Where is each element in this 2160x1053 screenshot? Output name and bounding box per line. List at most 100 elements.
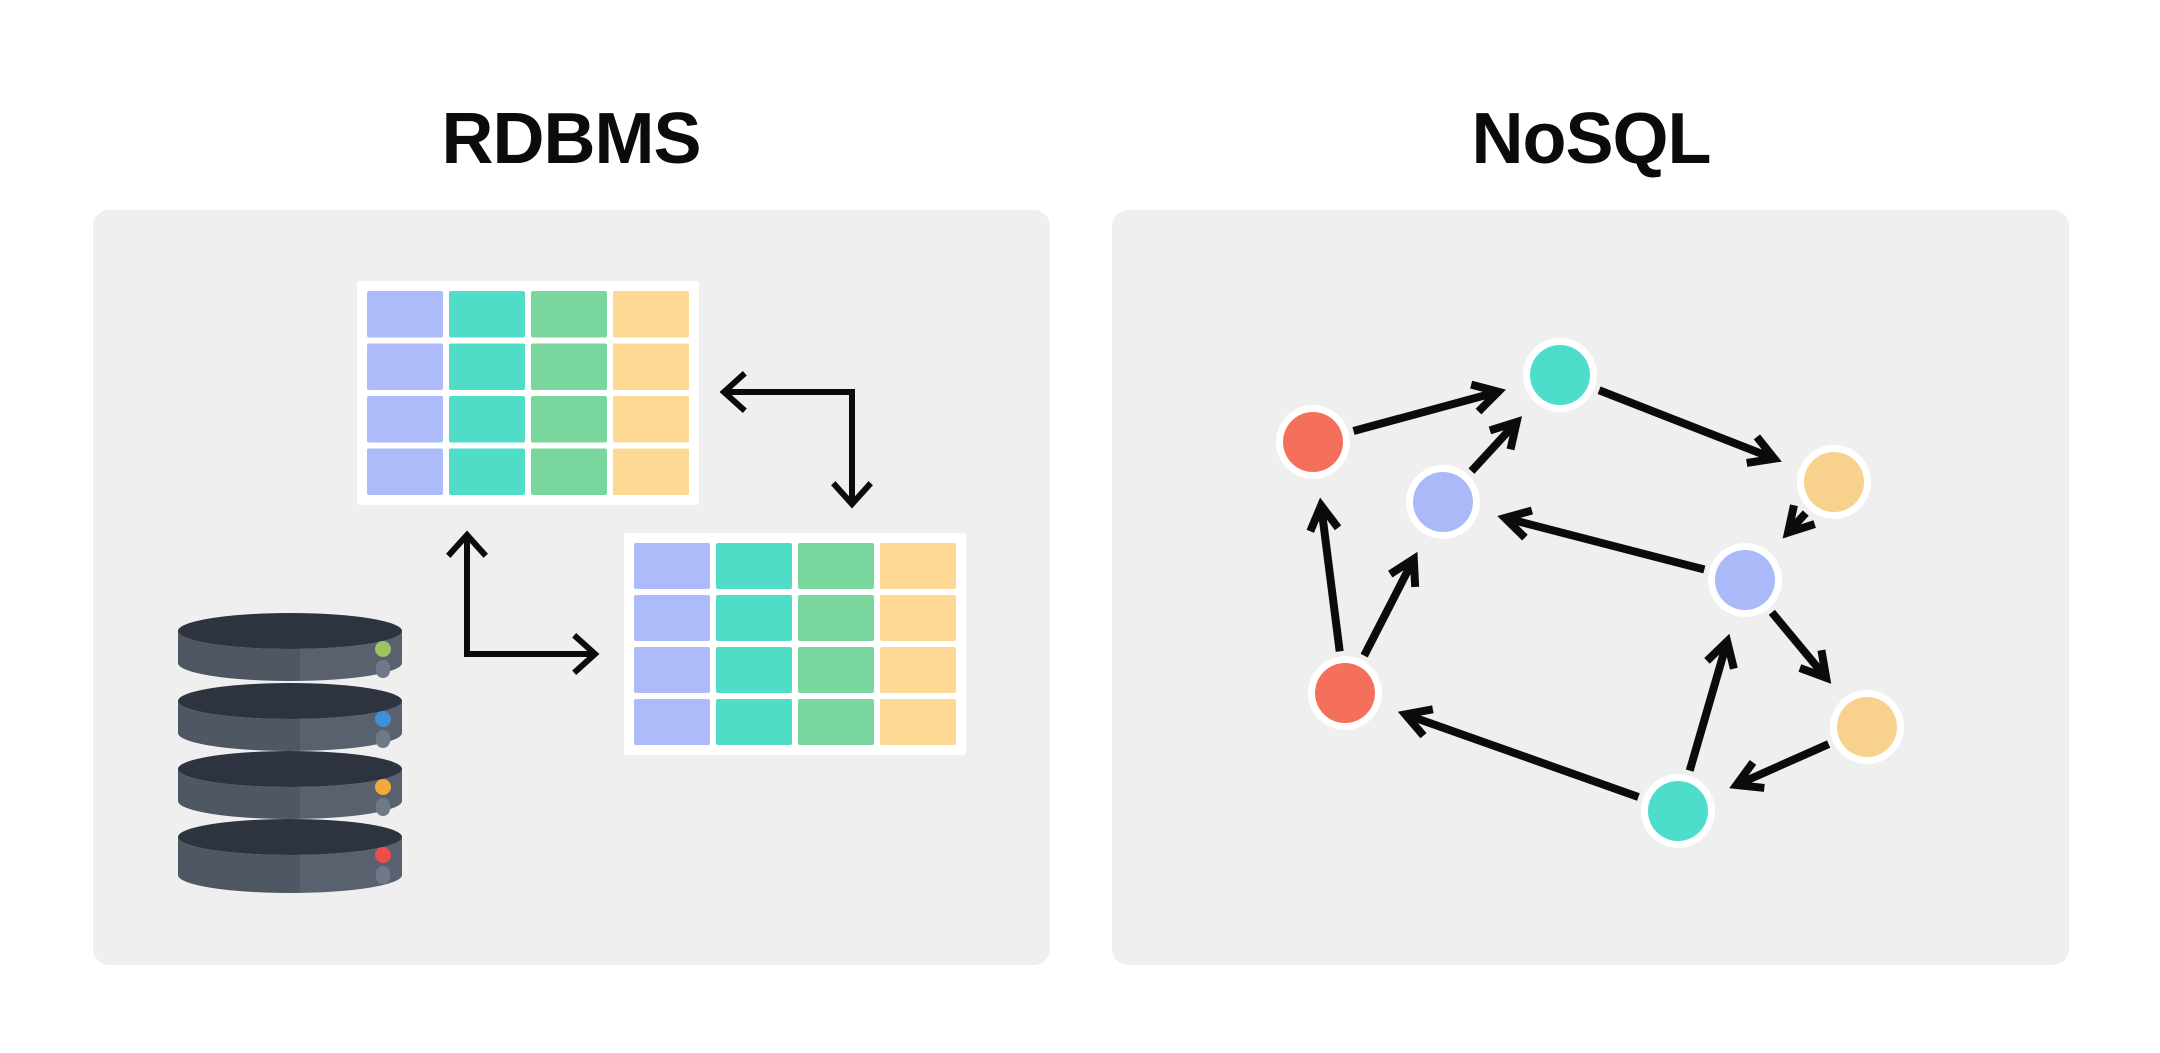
table-cell — [613, 291, 689, 338]
node-dot — [1804, 452, 1864, 512]
node-dot — [1648, 781, 1708, 841]
db-segment-cap — [178, 751, 402, 787]
table-cell — [880, 595, 956, 641]
db-segment-body — [178, 769, 402, 819]
graph-edge — [1306, 497, 1344, 652]
arrowhead — [1704, 633, 1738, 670]
graph-node — [1641, 774, 1715, 848]
graph-edge — [1782, 504, 1816, 539]
db-led — [375, 779, 391, 795]
arrowhead — [1470, 380, 1506, 415]
arrowhead — [1306, 497, 1342, 533]
table-cell — [449, 343, 525, 390]
graph-edge — [1497, 506, 1706, 574]
graph-edge — [1360, 551, 1420, 658]
table-cell — [367, 291, 443, 338]
table-cell — [798, 647, 874, 693]
table-cell — [531, 396, 607, 443]
table-cell — [880, 699, 956, 745]
db-segment-cap — [178, 683, 402, 719]
arrowhead — [719, 371, 747, 413]
table-card — [624, 533, 966, 755]
table-cell — [449, 448, 525, 495]
db-slot — [376, 660, 390, 678]
node-dot — [1530, 345, 1590, 405]
db-slot — [376, 866, 390, 884]
table-cell — [531, 343, 607, 390]
graph-node — [1523, 338, 1597, 412]
arrowhead — [572, 633, 600, 675]
node-dot — [1283, 412, 1343, 472]
table-cell — [716, 543, 792, 589]
table-cell — [613, 343, 689, 390]
db-slot — [376, 730, 390, 748]
table-cell — [367, 448, 443, 495]
table-cell — [367, 396, 443, 443]
graph-edge — [1685, 633, 1738, 772]
rdbms-title: RDBMS — [441, 99, 702, 179]
table-cell — [634, 543, 710, 589]
table-cell — [716, 699, 792, 745]
graph-edge — [1729, 740, 1831, 792]
db-segment-body — [178, 701, 402, 751]
graph-edge — [1597, 386, 1782, 467]
arrowhead — [1388, 551, 1420, 588]
table-cell — [634, 647, 710, 693]
table-cell — [798, 543, 874, 589]
db-segment-cap — [178, 819, 402, 855]
db-segment-body — [178, 631, 402, 681]
graph-edge — [1768, 609, 1832, 684]
table-cell — [613, 396, 689, 443]
graph-node — [1308, 656, 1382, 730]
arrowhead — [1497, 506, 1534, 541]
arrowhead — [831, 481, 873, 509]
db-led — [375, 711, 391, 727]
db-segment-body — [178, 837, 402, 893]
arrowhead — [1746, 434, 1782, 467]
arrowhead — [1488, 416, 1523, 451]
graph-node — [1406, 465, 1480, 539]
nosql-panel — [1112, 210, 2069, 965]
table-cell — [634, 699, 710, 745]
db-segment-cap — [178, 613, 402, 649]
table-cell — [880, 543, 956, 589]
node-dot — [1837, 697, 1897, 757]
table-cell — [880, 647, 956, 693]
node-dot — [1315, 663, 1375, 723]
rdbms-table-2 — [624, 533, 966, 755]
arrowhead — [446, 530, 488, 558]
relation-arrow — [446, 530, 600, 675]
db-led — [375, 847, 391, 863]
graph-node — [1797, 445, 1871, 519]
graph-edge — [1468, 416, 1523, 474]
table-card — [357, 281, 699, 505]
db-slot — [376, 798, 390, 816]
arrowhead — [1729, 760, 1765, 792]
arrowhead — [1798, 649, 1832, 684]
graph-edge — [1352, 380, 1506, 435]
table-cell — [531, 291, 607, 338]
node-dot — [1413, 472, 1473, 532]
table-cell — [798, 699, 874, 745]
table-cell — [449, 291, 525, 338]
relation-arrow — [719, 371, 873, 509]
table-cell — [634, 595, 710, 641]
db-led — [375, 641, 391, 657]
database-icon — [178, 613, 402, 893]
graph-node — [1830, 690, 1904, 764]
rdbms-table-1 — [357, 281, 699, 505]
node-dot — [1715, 550, 1775, 610]
table-cell — [716, 595, 792, 641]
arrowhead — [1397, 705, 1434, 739]
table-cell — [798, 595, 874, 641]
table-cell — [449, 396, 525, 443]
table-cell — [531, 448, 607, 495]
nosql-graph — [1276, 338, 1904, 848]
graph-edge — [1397, 705, 1640, 801]
table-cell — [613, 448, 689, 495]
table-cell — [367, 343, 443, 390]
table-cell — [716, 647, 792, 693]
graph-node — [1276, 405, 1350, 479]
